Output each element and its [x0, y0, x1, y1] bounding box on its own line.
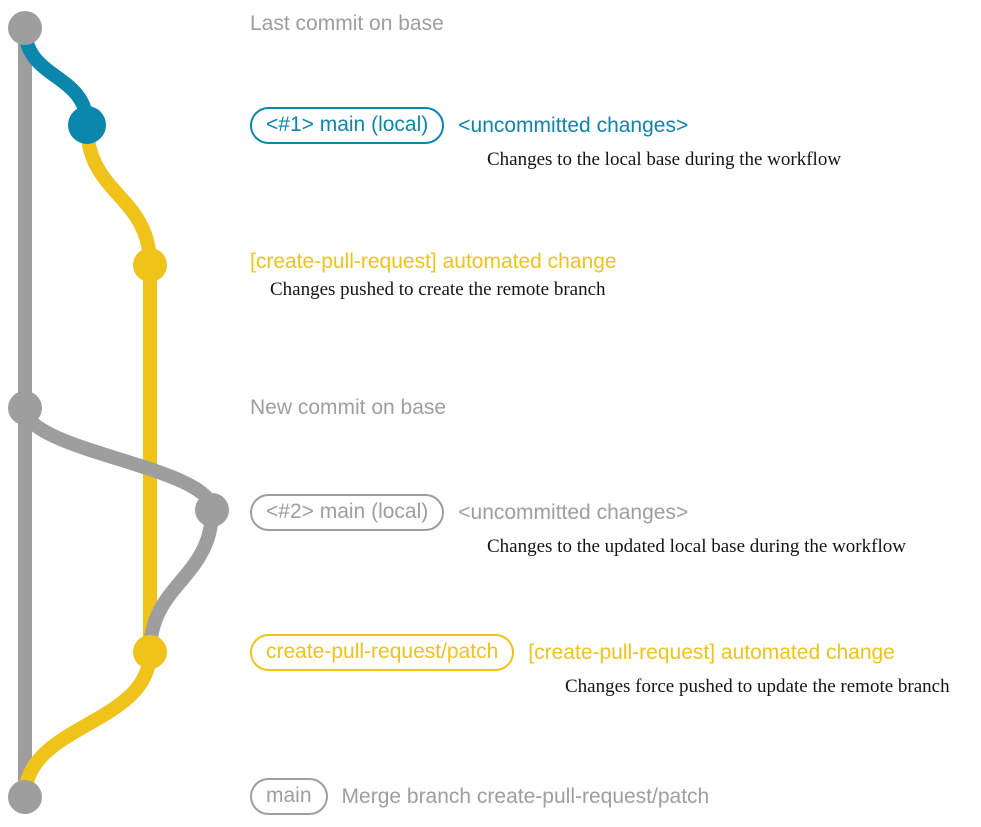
row-head: main Merge branch create-pull-request/pa… — [250, 778, 981, 815]
row-head: <#2> main (local) <uncommitted changes> — [250, 494, 981, 531]
row-local-commit-2: <#2> main (local) <uncommitted changes> … — [250, 494, 981, 558]
node-local-commit-2 — [195, 493, 229, 527]
edge-local2-to-patch2 — [143, 503, 219, 659]
edge-base2-to-local2 — [18, 401, 219, 517]
branch-pill-main-local-1[interactable]: <#1> main (local) — [250, 107, 445, 144]
row-head: [create-pull-request] automated change — [250, 250, 981, 274]
row-last-commit-on-base: Last commit on base — [250, 12, 981, 36]
commit-message-automated-2: [create-pull-request] automated change — [528, 640, 895, 664]
node-automated-change-2 — [133, 635, 167, 669]
node-new-commit-on-base — [8, 391, 42, 425]
commit-message-new-commit: New commit on base — [250, 396, 447, 419]
node-automated-change-1 — [133, 248, 167, 282]
commit-message-merge: Merge branch create-pull-request/patch — [341, 784, 710, 808]
row-head: New commit on base — [250, 396, 981, 420]
branch-pill-create-pull-request-patch[interactable]: create-pull-request/patch — [250, 634, 515, 671]
commit-message-automated-1: [create-pull-request] automated change — [250, 250, 617, 273]
row-head: create-pull-request/patch [create-pull-r… — [250, 634, 981, 671]
row-automated-change-1: [create-pull-request] automated change C… — [250, 250, 981, 301]
row-automated-change-2: create-pull-request/patch [create-pull-r… — [250, 634, 981, 698]
edge-patch2-to-merge — [18, 645, 157, 804]
commit-description-2: Changes pushed to create the remote bran… — [270, 279, 606, 300]
branch-pill-main-local-2[interactable]: <#2> main (local) — [250, 494, 445, 531]
node-local-commit-1 — [68, 106, 106, 144]
commit-message-uncommitted-1: <uncommitted changes> — [458, 113, 689, 137]
commit-description-4: Changes force pushed to update the remot… — [565, 676, 950, 697]
commit-description-3: Changes to the updated local base during… — [487, 536, 906, 557]
commit-nodes — [8, 11, 229, 814]
row-local-commit-1: <#1> main (local) <uncommitted changes> … — [250, 107, 981, 171]
edge-local1-to-patch1 — [80, 118, 157, 272]
row-new-commit-on-base: New commit on base — [250, 396, 981, 420]
node-last-commit-on-base — [8, 11, 42, 45]
commit-description-1: Changes to the local base during the wor… — [487, 149, 842, 170]
commit-message-last-commit: Last commit on base — [250, 12, 444, 35]
commit-message-uncommitted-2: <uncommitted changes> — [458, 500, 689, 524]
row-merge-commit: main Merge branch create-pull-request/pa… — [250, 778, 981, 815]
row-head: Last commit on base — [250, 12, 981, 36]
row-head: <#1> main (local) <uncommitted changes> — [250, 107, 981, 144]
node-merge-commit — [8, 780, 42, 814]
branch-pill-main[interactable]: main — [250, 778, 328, 815]
